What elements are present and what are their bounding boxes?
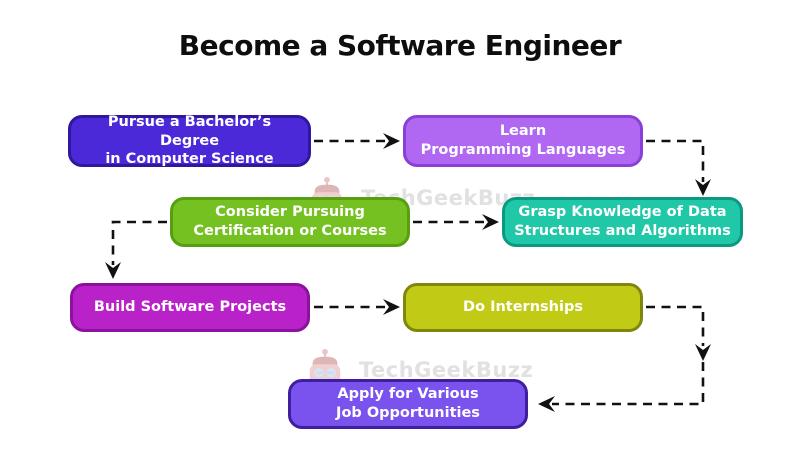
step-apply-jobs: Apply for Various Job Opportunities xyxy=(288,379,528,429)
step-certification-courses: Consider Pursuing Certification or Cours… xyxy=(170,197,410,247)
arrowhead-down-icon xyxy=(695,179,711,196)
page-title: Become a Software Engineer xyxy=(178,29,622,62)
arrow-learn-to-dsa xyxy=(646,139,705,182)
arrow-certification-to-build xyxy=(111,220,167,265)
arrowhead-right-icon xyxy=(383,133,400,149)
step-bachelors-degree: Pursue a Bachelor’s Degree in Computer S… xyxy=(68,114,311,167)
arrowhead-down-icon xyxy=(695,344,711,361)
step-do-internships: Do Internships xyxy=(403,283,643,332)
watermark-text: TechGeekBuzz xyxy=(359,358,534,382)
step-build-projects: Build Software Projects xyxy=(70,283,310,332)
arrowhead-right-icon xyxy=(383,299,400,315)
arrow-internships-down xyxy=(646,305,705,346)
step-data-structures-algorithms: Grasp Knowledge of Data Structures and A… xyxy=(502,197,743,247)
arrowhead-down-icon xyxy=(105,262,121,279)
arrowhead-left-icon xyxy=(538,396,555,412)
arrow-down-to-apply xyxy=(552,362,705,406)
step-learn-languages: Learn Programming Languages xyxy=(403,115,643,167)
